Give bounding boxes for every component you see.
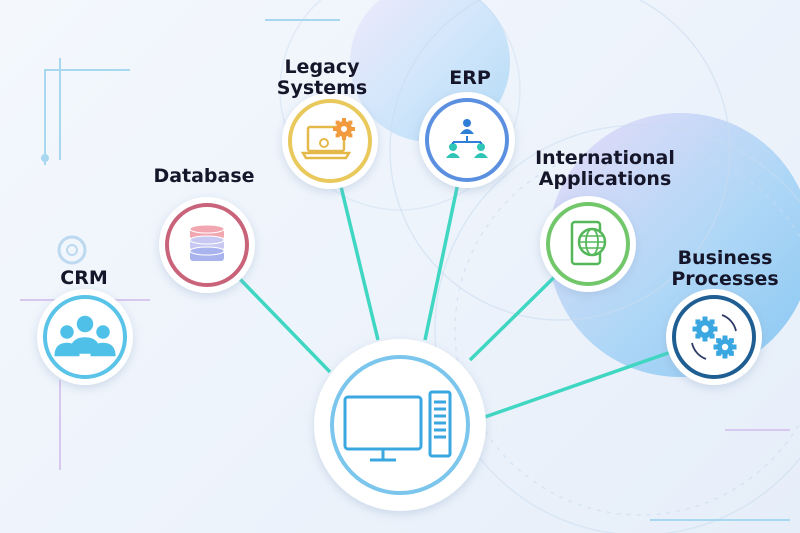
gear-small-tooth bbox=[728, 338, 734, 344]
gear-large-tooth bbox=[702, 316, 708, 322]
gear-tooth bbox=[348, 120, 353, 125]
gears-cycle-icon bbox=[691, 314, 737, 360]
member-left-head bbox=[449, 143, 457, 151]
org-hierarchy-icon bbox=[446, 119, 488, 158]
gear-small-tooth bbox=[713, 344, 719, 350]
person-head bbox=[76, 315, 94, 333]
label-legacy-systems: Legacy Systems bbox=[276, 56, 368, 99]
node-business bbox=[666, 289, 762, 385]
gear-small-tooth bbox=[716, 350, 722, 356]
node-crm-bg bbox=[37, 289, 133, 385]
node-international bbox=[540, 196, 636, 292]
gear-hole bbox=[341, 126, 347, 132]
node-crm-ring bbox=[43, 295, 127, 379]
node-erp-ring bbox=[425, 98, 509, 182]
node-legacy bbox=[282, 93, 378, 189]
database-layer-top bbox=[189, 235, 225, 245]
person-head bbox=[96, 325, 110, 339]
gear-large-tooth bbox=[695, 333, 701, 339]
desktop-computer-icon bbox=[343, 390, 452, 462]
node-erp bbox=[419, 92, 515, 188]
node-crm bbox=[37, 289, 133, 385]
gear-large-tooth bbox=[702, 336, 708, 342]
hierarchy-lines bbox=[452, 136, 482, 144]
laptop-base bbox=[300, 151, 352, 160]
node-legacy-ring bbox=[288, 99, 372, 183]
gear-large-tooth bbox=[712, 326, 718, 332]
gear-tooth bbox=[335, 120, 340, 125]
cycle-arrow-bottom bbox=[691, 342, 707, 360]
team-people-icon bbox=[54, 315, 116, 357]
node-international-ring bbox=[546, 202, 630, 286]
label-crm: CRM bbox=[60, 267, 108, 289]
database-layer-top bbox=[189, 224, 225, 234]
globe-parallels bbox=[579, 235, 605, 249]
node-database bbox=[159, 197, 255, 293]
gear-small-tooth bbox=[722, 335, 728, 341]
gear-small-tooth bbox=[731, 344, 737, 350]
node-legacy-bg bbox=[282, 93, 378, 189]
person-head bbox=[60, 325, 74, 339]
label-database: Database bbox=[153, 165, 255, 187]
central-hub bbox=[314, 339, 486, 511]
person-body bbox=[69, 337, 101, 354]
node-database-ring bbox=[165, 203, 249, 287]
label-erp: ERP bbox=[449, 67, 491, 89]
gear-large-tooth bbox=[692, 326, 698, 332]
gear-tooth bbox=[342, 136, 346, 140]
manager-head bbox=[463, 119, 471, 127]
member-right-head bbox=[477, 143, 485, 151]
gear-tooth bbox=[342, 118, 346, 122]
gear-tooth bbox=[348, 133, 353, 138]
node-business-ring bbox=[672, 295, 756, 379]
gear-tooth bbox=[335, 133, 340, 138]
label-international-applications: International Applications bbox=[535, 147, 675, 190]
gear-small-hole bbox=[721, 343, 729, 351]
gear-large-hole bbox=[701, 325, 709, 333]
gear-tooth bbox=[351, 127, 355, 131]
node-group bbox=[37, 92, 762, 385]
gear-large-tooth bbox=[695, 319, 701, 325]
cycle-arrow-top bbox=[721, 314, 737, 332]
member-right-body bbox=[474, 153, 488, 158]
gear-small-tooth bbox=[716, 338, 722, 344]
gear-large-tooth bbox=[709, 319, 715, 325]
small-gear bbox=[319, 138, 329, 148]
gear-large-tooth bbox=[709, 333, 715, 339]
manager-body bbox=[460, 129, 474, 134]
tablet-globe-icon bbox=[570, 220, 607, 266]
gear-small-tooth bbox=[728, 350, 734, 356]
database-icon bbox=[189, 224, 225, 261]
member-left-body bbox=[446, 153, 460, 158]
label-business-processes: Business Processes bbox=[671, 247, 779, 290]
database-layer-top bbox=[189, 246, 225, 256]
gear-tooth bbox=[333, 127, 337, 131]
gear-small-tooth bbox=[722, 353, 728, 359]
laptop-gear-icon bbox=[300, 118, 355, 160]
